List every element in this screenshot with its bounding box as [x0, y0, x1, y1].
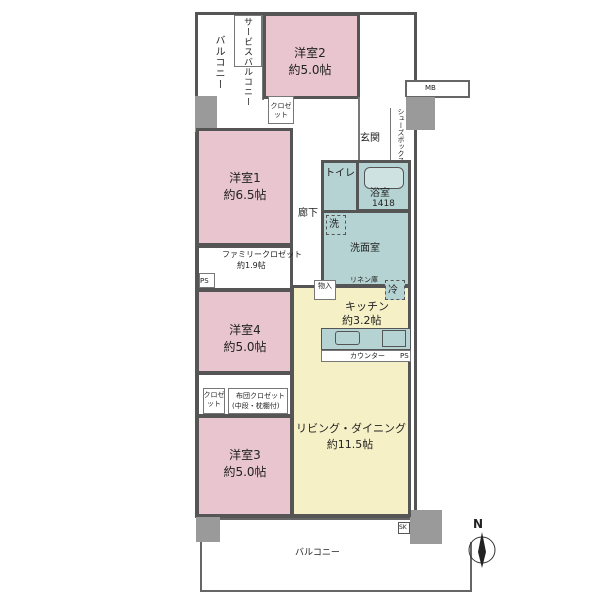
- kitchen-size: 約3.2帖: [342, 314, 382, 327]
- futon-closet-note: (中段・枕棚付): [232, 402, 280, 410]
- washroom-label: 洗面室: [350, 243, 380, 254]
- balcony-edge: [220, 518, 410, 520]
- mb-box: [405, 80, 470, 98]
- western3-size: 約5.0帖: [223, 465, 267, 479]
- bath-size: 1418: [372, 199, 395, 209]
- pillar: [405, 97, 435, 130]
- storage: [314, 280, 336, 300]
- linen-label: リネン庫: [350, 276, 378, 284]
- closet-label-2: クロゼット: [203, 391, 225, 408]
- ldk-name: リビング・ダイニング: [296, 422, 406, 435]
- closet-label: クロゼット: [270, 102, 292, 119]
- entrance-label: 玄関: [360, 133, 380, 144]
- fridge-space: [385, 280, 405, 300]
- sink-icon: [335, 331, 360, 345]
- ldk-size: 約11.5帖: [326, 438, 374, 451]
- family-closet-name: ファミリークロゼット: [222, 250, 302, 259]
- room-western-1: [196, 128, 293, 246]
- closet-western2: [268, 96, 294, 124]
- fridge-label: 冷: [388, 285, 398, 296]
- service-balcony-label: サービスバルコニー: [242, 17, 252, 107]
- storage-label: 物入: [318, 282, 332, 290]
- room-western-2: [263, 13, 360, 99]
- western2-size: 約5.0帖: [288, 63, 332, 77]
- mb-label: MB: [425, 84, 436, 92]
- western2-name: 洋室2: [294, 46, 326, 60]
- counter-label: カウンター: [350, 352, 385, 360]
- pillar: [410, 510, 442, 544]
- north-label: N: [473, 517, 484, 531]
- western4-name: 洋室4: [229, 323, 261, 337]
- counter: [321, 350, 411, 362]
- ps-shaft: [199, 273, 215, 288]
- shoe-box-label: シューズボックス: [397, 108, 405, 164]
- western4-size: 約5.0帖: [223, 340, 267, 354]
- toilet-label: トイレ: [325, 168, 355, 179]
- washer-label: 洗: [329, 219, 339, 230]
- washer-space: [326, 215, 346, 235]
- bathtub-icon: [364, 167, 404, 189]
- ps-label-2: PS: [400, 352, 409, 360]
- bath-name: 浴室: [370, 188, 390, 199]
- western1-size: 約6.5帖: [223, 188, 267, 202]
- sk-box: [398, 522, 410, 534]
- shoe-box: [390, 108, 405, 160]
- kitchen-name: キッチン: [345, 300, 389, 313]
- balcony-top-label: バルコニー: [213, 35, 224, 90]
- family-closet-size: 約1.9帖: [237, 261, 266, 270]
- futon-closet: [228, 388, 288, 414]
- service-balcony: [234, 15, 262, 67]
- hallway-label: 廊下: [298, 208, 318, 219]
- pillar: [195, 96, 217, 132]
- sk-label: SK: [399, 524, 407, 531]
- north-arrow-icon: [468, 532, 496, 568]
- futon-closet-label: 布団クロゼット: [236, 392, 285, 400]
- western3-name: 洋室3: [229, 448, 261, 462]
- closet-western4: [203, 388, 225, 414]
- balcony-bottom-label: バルコニー: [295, 548, 340, 558]
- stove-icon: [382, 330, 406, 347]
- balcony-bottom: [200, 542, 472, 592]
- ps-label: PS: [200, 277, 209, 285]
- western1-name: 洋室1: [229, 171, 261, 185]
- room-western-3: [196, 415, 293, 517]
